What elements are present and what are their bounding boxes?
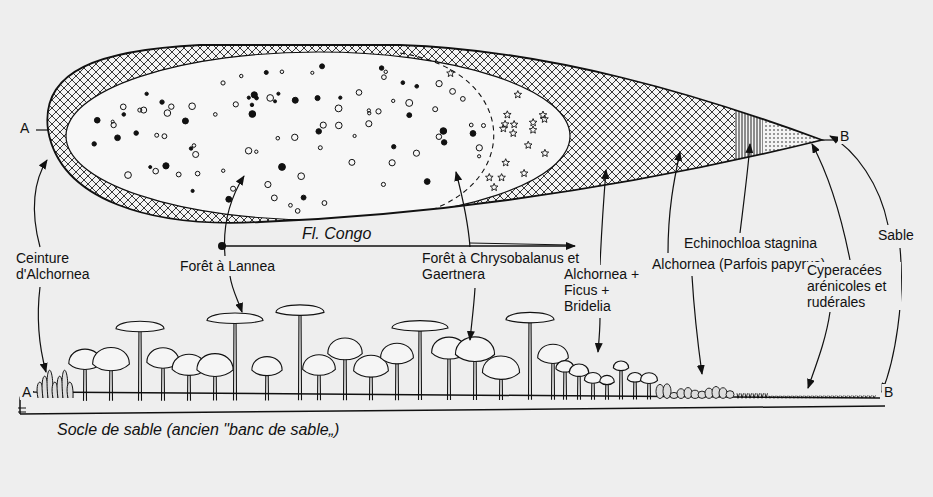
vegetation-label: A [20, 384, 33, 400]
vegetation-label: B [838, 128, 851, 144]
vegetation-label: Alchornea + Ficus + Bridelia [562, 266, 648, 314]
vegetation-label: Forêt à Lannea [178, 258, 306, 274]
leader-arrows [34, 136, 901, 392]
vegetation-label: Echinochloa stagnina [682, 235, 822, 251]
vegetation-label: Ceinture d'Alchornea [14, 250, 110, 282]
river-arrow [218, 242, 575, 250]
vegetation-label: A [18, 120, 31, 136]
island-zones [0, 0, 933, 260]
vegetation-label: Cyperacées arénicoles et rudérales [805, 262, 901, 310]
vegetation-profile [37, 305, 875, 401]
island-outline [47, 45, 822, 223]
vegetation-label: Fl. Congo [300, 226, 373, 242]
profile-ground [18, 391, 885, 414]
vegetation-label: Socle de sable (ancien "banc de sable„) [55, 422, 341, 438]
vegetation-label: Sable [876, 227, 916, 243]
vegetation-label: B [882, 384, 895, 400]
